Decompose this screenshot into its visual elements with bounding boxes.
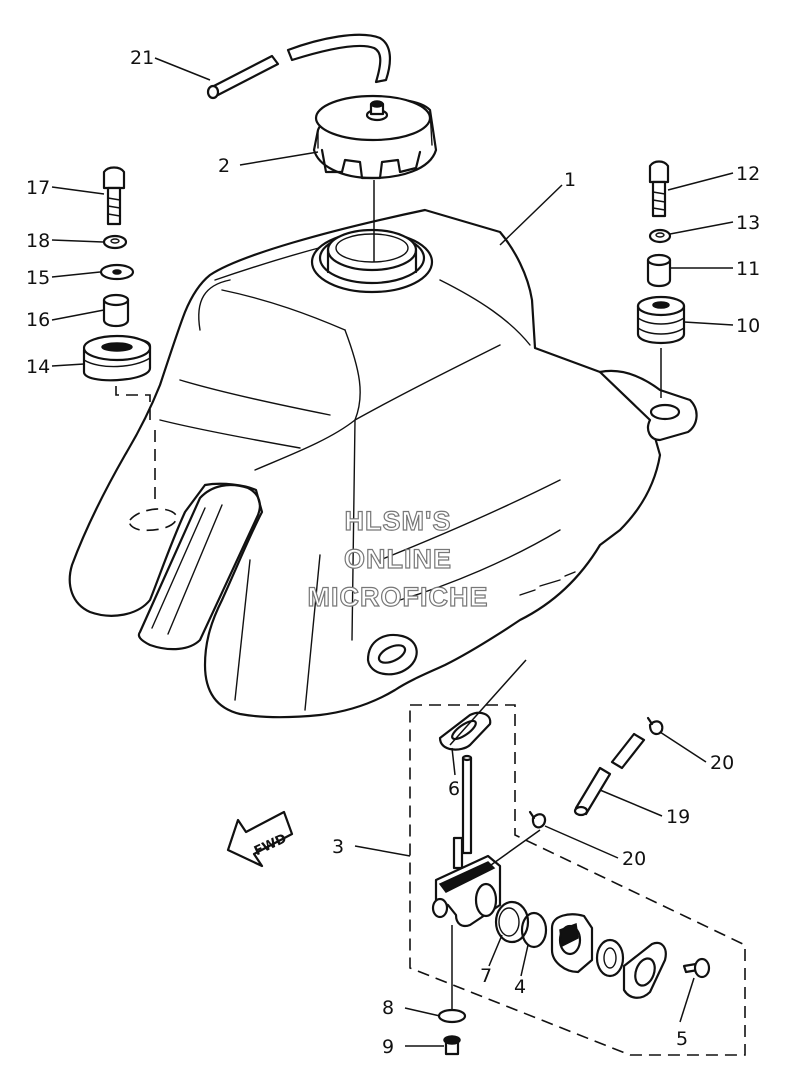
callout-20b: 20	[622, 848, 646, 870]
callout-11: 11	[736, 258, 760, 280]
left-mount-hardware	[82, 166, 156, 500]
callout-4: 4	[514, 976, 526, 998]
watermark: HLSM'S ONLINE MICROFICHE	[307, 505, 489, 612]
callout-14: 14	[26, 356, 50, 378]
watermark-line-3: MICROFICHE	[308, 582, 489, 612]
fuel-cap	[312, 94, 438, 180]
callout-9: 9	[382, 1036, 394, 1058]
breather-hose	[206, 33, 392, 100]
watermark-line-1: HLSM'S	[345, 506, 452, 536]
callout-8: 8	[382, 997, 394, 1019]
callout-19: 19	[666, 806, 690, 828]
right-mount-hardware	[636, 160, 686, 398]
fuel-tank	[68, 208, 698, 719]
callout-12: 12	[736, 163, 760, 185]
callout-13: 13	[736, 212, 760, 234]
fuel-cock-assembly	[431, 659, 711, 1056]
callout-21: 21	[130, 47, 154, 69]
forward-arrow-icon: FWD	[226, 810, 294, 868]
callout-5: 5	[676, 1028, 688, 1050]
callout-2: 2	[218, 155, 230, 177]
callout-numbers: 21 2 1 17 18 15 16 14 12 13 11 10 3 6 20…	[26, 47, 760, 1058]
callout-18: 18	[26, 230, 50, 252]
fuel-cock-frame	[409, 704, 746, 1056]
callout-3: 3	[332, 836, 344, 858]
callout-10: 10	[736, 315, 760, 337]
callout-20a: 20	[710, 752, 734, 774]
callout-7: 7	[480, 965, 492, 987]
callout-1: 1	[564, 169, 576, 191]
callout-17: 17	[26, 177, 50, 199]
watermark-line-2: ONLINE	[344, 544, 452, 574]
leader-lines	[51, 57, 734, 1047]
callout-6: 6	[448, 778, 460, 800]
callout-16: 16	[26, 309, 50, 331]
callout-15: 15	[26, 267, 50, 289]
